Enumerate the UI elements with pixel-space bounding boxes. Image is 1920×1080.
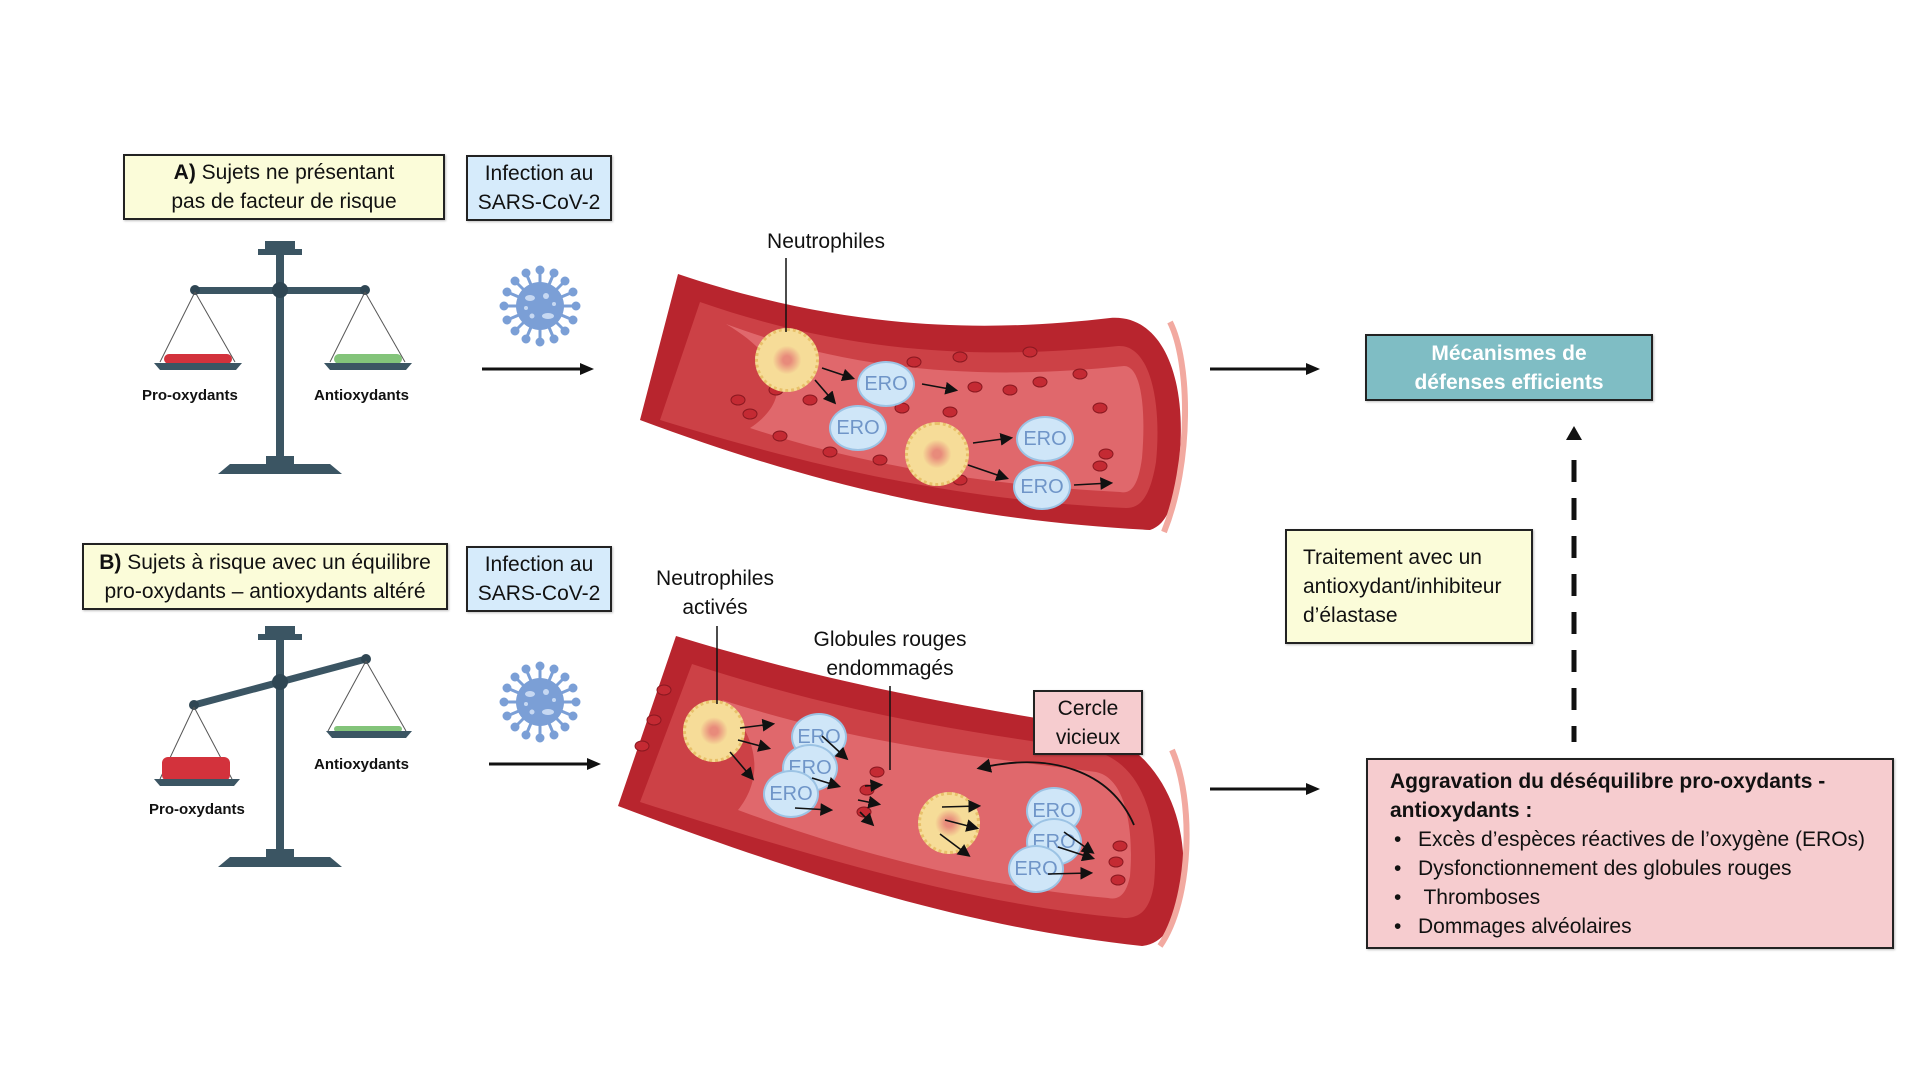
damaged-rbc-label: Globules rouges endommagés xyxy=(800,625,980,683)
virus-icon-b xyxy=(499,661,581,743)
neutrophil-a1 xyxy=(755,328,819,392)
neutrophil-activated-b1 xyxy=(683,700,745,762)
ero-bubble: ERO xyxy=(1016,416,1074,462)
balance-scale-b xyxy=(154,626,412,867)
aggravation-item: Thromboses xyxy=(1390,883,1870,912)
pro-oxidant-label-a: Pro-oxydants xyxy=(142,387,238,404)
vicious-cycle-line1: Cercle xyxy=(1057,696,1119,720)
panel-b-prefix: B) xyxy=(99,550,122,574)
panel-a-title-box: A) Sujets ne présentant pas de facteur d… xyxy=(123,154,445,220)
infection-line1: Infection au xyxy=(484,162,594,185)
arrow-a-to-vessel xyxy=(482,363,594,375)
panel-b-infection-box: Infection au SARS-CoV-2 xyxy=(466,546,612,612)
ero-bubble: ERO xyxy=(1008,845,1064,893)
panel-a-infection-box: Infection au SARS-CoV-2 xyxy=(466,155,612,221)
neutrophil-a2 xyxy=(905,422,969,486)
vicious-cycle-line2: vicieux xyxy=(1055,725,1121,749)
infection-line2: SARS-CoV-2 xyxy=(477,191,601,214)
panel-a-title-line2: pas de facteur de risque xyxy=(171,190,397,213)
treatment-line2: antioxydant/inhibiteur xyxy=(1303,575,1502,598)
aggravation-list: Excès d’espèces réactives de l’oxygène (… xyxy=(1390,825,1870,941)
aggravation-item: Excès d’espèces réactives de l’oxygène (… xyxy=(1390,825,1870,854)
vicious-cycle-box: Cercle vicieux xyxy=(1033,690,1143,755)
neutrophil-pointer-b xyxy=(716,626,718,704)
treatment-box: Traitement avec un antioxydant/inhibiteu… xyxy=(1285,529,1533,644)
infection-line1: Infection au xyxy=(484,553,594,576)
dashed-up-arrow xyxy=(1566,426,1582,742)
ero-bubble: ERO xyxy=(857,361,915,407)
aggravation-box: Aggravation du déséquilibre pro-oxydants… xyxy=(1366,758,1894,949)
aggravation-item: Dommages alvéolaires xyxy=(1390,912,1870,941)
neutrophil-activated-label: Neutrophiles activés xyxy=(640,564,790,622)
damaged-rbc-pointer xyxy=(889,686,891,770)
neutrophil-activated-line2: activés xyxy=(682,596,748,619)
arrow-b-to-vessel xyxy=(489,758,601,770)
neutrophil-pointer-a xyxy=(785,258,787,332)
treatment-line3: d’élastase xyxy=(1303,604,1398,627)
balance-scale-a xyxy=(154,241,412,474)
damaged-rbc-line2: endommagés xyxy=(826,657,954,680)
antioxidant-label-a: Antioxydants xyxy=(314,387,410,404)
antioxidant-pile-a xyxy=(334,354,402,364)
panel-a-prefix: A) xyxy=(173,161,196,184)
panel-b-title-line2: pro-oxydants – antioxydants altéré xyxy=(104,579,426,603)
ero-bubble: ERO xyxy=(1013,464,1071,510)
neutrophil-activated-line1: Neutrophiles xyxy=(656,567,774,590)
arrow-a-to-outcome xyxy=(1210,363,1320,375)
aggravation-title-line2: antioxydants : xyxy=(1390,798,1533,822)
virus-icon-a xyxy=(499,265,581,347)
aggravation-item: Dysfonctionnement des globules rouges xyxy=(1390,854,1870,883)
pro-oxidant-pile-b xyxy=(162,757,230,781)
panel-b-title-line1: Sujets à risque avec un équilibre xyxy=(121,550,431,574)
infection-line2: SARS-CoV-2 xyxy=(477,582,601,605)
antioxidant-label-b: Antioxydants xyxy=(314,756,410,773)
vicious-cycle-arrow xyxy=(976,758,1135,826)
efficient-defenses-box: Mécanismes de défenses efficients xyxy=(1365,334,1653,401)
panel-a-title-line1: Sujets ne présentant xyxy=(195,161,395,184)
arrow-b-to-outcome xyxy=(1210,783,1320,795)
pro-oxidant-label-b: Pro-oxydants xyxy=(149,801,245,818)
treatment-line1: Traitement avec un xyxy=(1303,546,1482,569)
damaged-rbc-line1: Globules rouges xyxy=(813,628,967,651)
antioxidant-pile-b xyxy=(334,726,402,732)
pro-oxidant-pile-a xyxy=(164,354,232,364)
ero-bubble: ERO xyxy=(829,405,887,451)
ero-bubble: ERO xyxy=(763,770,819,818)
panel-b-title-box: B) Sujets à risque avec un équilibre pro… xyxy=(82,543,448,610)
efficient-defenses-text: Mécanismes de défenses efficients xyxy=(1414,341,1604,394)
neutrophil-label-a: Neutrophiles xyxy=(767,230,885,253)
aggravation-title-line1: Aggravation du déséquilibre pro-oxydants… xyxy=(1390,769,1826,793)
